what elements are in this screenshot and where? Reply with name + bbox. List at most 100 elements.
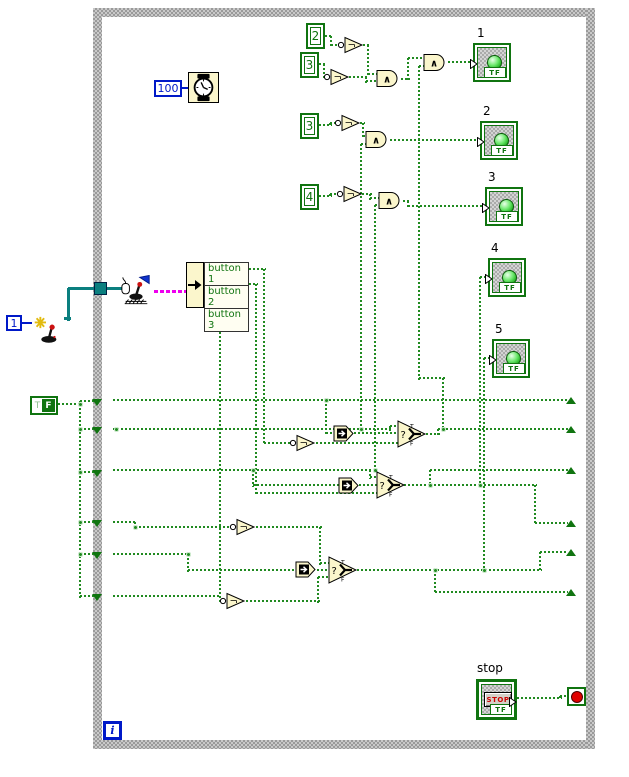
shift-register-left-1[interactable] [92, 393, 113, 410]
wire-segment [540, 551, 568, 553]
wire-segment [249, 283, 258, 285]
wire-segment [256, 492, 379, 494]
led-indicator-5[interactable]: TF [489, 339, 530, 378]
not-gate-6[interactable]: ¬ [229, 518, 256, 536]
svg-text:T: T [409, 424, 414, 431]
not-gate-4[interactable]: ¬ [336, 185, 363, 203]
constant-4[interactable]: 4 [300, 184, 319, 210]
wait-ms-function[interactable] [188, 72, 219, 103]
shift-register-down-arrow-icon [92, 399, 102, 411]
wire-segment [407, 58, 409, 81]
and-gate-2[interactable]: ∧ [423, 53, 449, 72]
and-icon: ∧ [378, 192, 400, 209]
wire-segment [389, 426, 391, 431]
wire-segment [329, 194, 331, 198]
and-gate-1[interactable]: ∧ [376, 69, 402, 88]
wire-junction [359, 427, 364, 432]
loop-tunnel[interactable] [94, 282, 107, 295]
edge-arrow-node-1[interactable] [333, 425, 355, 442]
wire-segment [390, 425, 399, 427]
shift-register-right-4[interactable] [566, 515, 587, 532]
tf-label: TF [490, 704, 512, 715]
not-gate-5[interactable]: ¬ [289, 434, 316, 452]
and-gate-3[interactable]: ∧ [365, 130, 391, 149]
shift-register-right-2[interactable] [566, 421, 587, 438]
shift-register-right-3[interactable] [566, 462, 587, 479]
wire-segment [80, 400, 94, 402]
acquire-input-data-icon [121, 274, 150, 305]
svg-text:?: ? [380, 481, 385, 492]
edge-arrow-node-2[interactable] [338, 477, 360, 494]
shift-register-right-5[interactable] [566, 544, 587, 561]
unbundle-element-3[interactable]: button 3 [204, 308, 249, 332]
not-gate-2[interactable]: ¬ [323, 68, 350, 86]
wire-segment [404, 484, 432, 486]
constant-2-text: 2 [311, 29, 320, 43]
wire-segment [429, 470, 431, 487]
stop-button-terminal[interactable]: STOP TF [476, 679, 517, 720]
shift-register-right-1[interactable] [566, 392, 587, 409]
acquire-input-data-vi[interactable] [120, 274, 154, 309]
while-loop-border-bottom[interactable] [93, 740, 595, 749]
led-indicator-1[interactable]: TF [470, 43, 511, 82]
wire-segment [317, 569, 330, 571]
unbundle-by-name-node[interactable]: button 1 button 2 button 3 [186, 262, 249, 332]
wire-segment [68, 287, 98, 290]
led-indicator-4[interactable]: TF [485, 258, 526, 297]
and-gate-4[interactable]: ∧ [378, 191, 404, 210]
wire-junction [78, 427, 83, 432]
constant-2[interactable]: 2 [306, 23, 325, 49]
wire-segment [58, 403, 82, 405]
shift-register-left-6[interactable] [92, 588, 113, 605]
wait-clock-icon [193, 73, 214, 102]
led-indicator-2[interactable]: TF [477, 121, 518, 160]
while-loop-border-left[interactable] [93, 8, 102, 749]
svg-text:¬: ¬ [240, 523, 248, 534]
led-indicator-3[interactable]: TF [482, 187, 523, 226]
numeric-constant-device-id[interactable]: 1 [6, 315, 22, 331]
loop-condition-terminal[interactable] [567, 687, 586, 706]
led-face: TF [492, 262, 522, 293]
wire-segment [438, 428, 568, 430]
wire-segment [187, 554, 189, 572]
wire-segment [319, 527, 321, 565]
numeric-constant-wait-ms[interactable]: 100 [154, 80, 182, 97]
wire-segment [113, 553, 190, 555]
shift-register-right-6[interactable] [566, 584, 587, 601]
tf-label: TF [499, 282, 521, 293]
select-function-2[interactable]: ? T F [376, 471, 406, 499]
shift-register-left-2[interactable] [92, 421, 113, 438]
unbundle-element-2[interactable]: button 2 [204, 285, 249, 309]
wire-segment [331, 44, 340, 46]
false-boolean-constant[interactable]: T F [30, 396, 58, 415]
wire-segment [363, 135, 367, 137]
while-loop-border-right[interactable] [586, 8, 595, 749]
shift-register-left-4[interactable] [92, 514, 113, 531]
initialize-joystick-vi[interactable] [30, 314, 64, 348]
not-icon: ¬ [336, 185, 363, 203]
wire-segment [113, 595, 221, 597]
not-gate-3[interactable]: ¬ [334, 114, 361, 132]
not-gate-1[interactable]: ¬ [337, 36, 364, 54]
loop-iteration-terminal[interactable]: i [103, 721, 122, 740]
wire-junction [324, 398, 329, 403]
select-function-3[interactable]: ? T F [328, 556, 358, 584]
wire-junction [78, 402, 83, 407]
edge-arrow-node-3[interactable] [295, 561, 317, 578]
shift-register-left-5[interactable] [92, 546, 113, 563]
select-function-1[interactable]: ? T F [397, 420, 427, 448]
constant-3a[interactable]: 3 [300, 52, 319, 78]
select-icon: ? T F [328, 556, 358, 584]
constant-3b[interactable]: 3 [300, 113, 319, 139]
and-icon: ∧ [423, 54, 445, 71]
shift-register-left-3[interactable] [92, 464, 113, 481]
wire-segment [80, 553, 94, 555]
led-input-arrow [482, 203, 490, 213]
unbundle-element-1[interactable]: button 1 [204, 262, 249, 286]
wire-segment [319, 195, 332, 197]
numeric-constant-wait-ms-text: 100 [157, 82, 179, 95]
not-gate-7[interactable]: ¬ [219, 592, 246, 610]
wire-junction [78, 470, 83, 475]
led-input-arrow [485, 274, 493, 284]
while-loop-border-top[interactable] [93, 8, 595, 17]
